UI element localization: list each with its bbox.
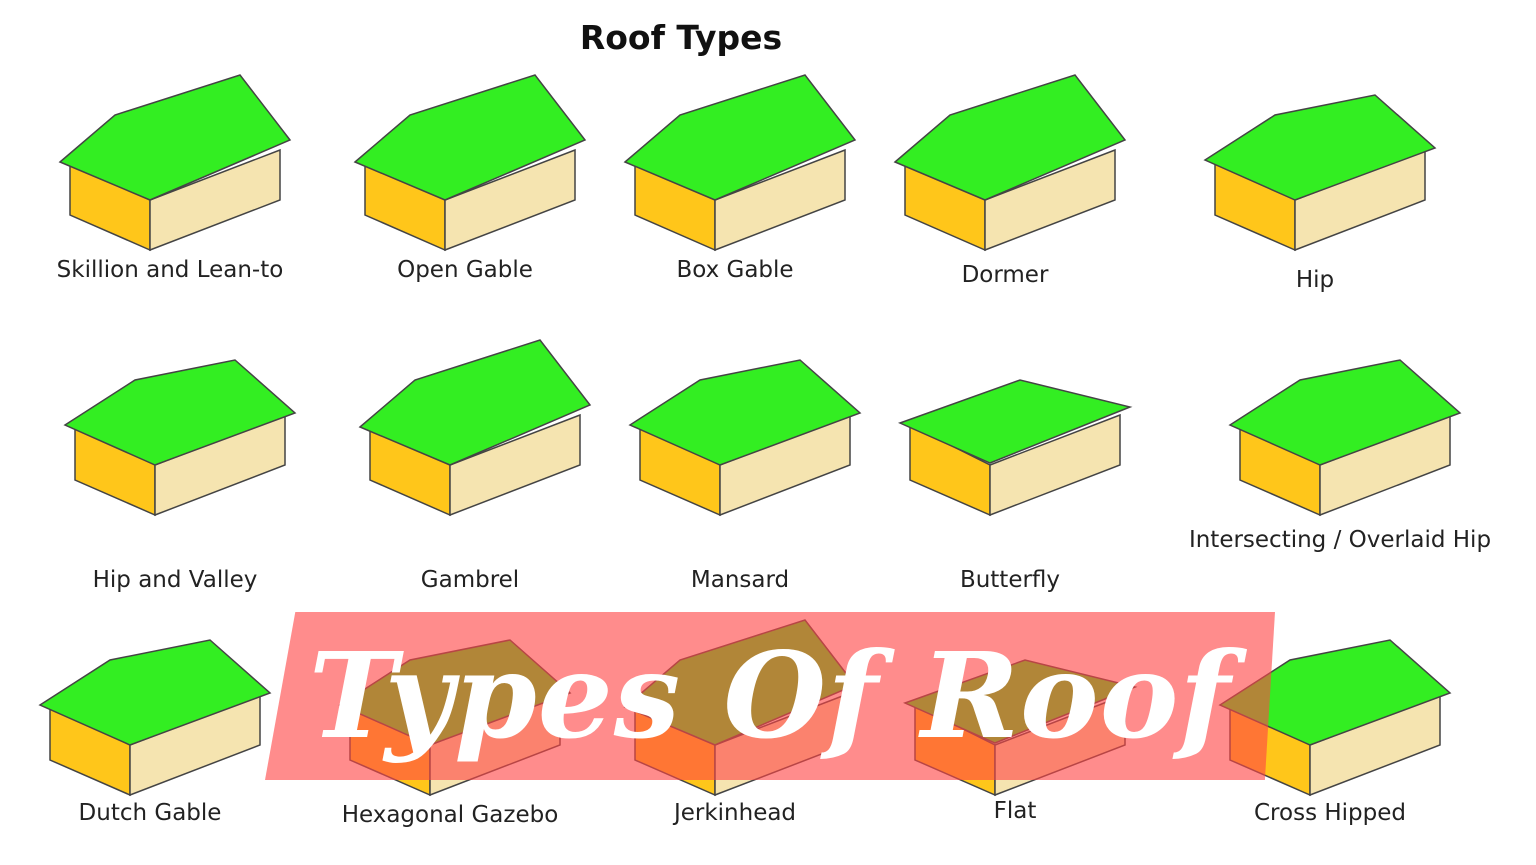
roof xyxy=(353,74,587,201)
roof xyxy=(628,359,862,466)
roof-type-item: Dormer xyxy=(865,70,1145,320)
house-illustration-icon xyxy=(1228,359,1462,517)
house-illustration-icon xyxy=(897,379,1133,517)
roof-type-label: Flat xyxy=(993,798,1037,824)
house-illustration-icon xyxy=(358,339,592,517)
roof-type-label: Mansard xyxy=(690,567,790,593)
roof-type-item: Hip xyxy=(1175,70,1455,320)
roof xyxy=(38,639,272,746)
roof xyxy=(358,339,592,466)
side-wall xyxy=(714,148,846,252)
roof-type-label: Hexagonal Gazebo xyxy=(341,802,559,828)
house-illustration-icon xyxy=(353,74,587,252)
side-wall xyxy=(449,413,581,517)
page-title: Roof Types xyxy=(579,18,783,57)
house-illustration-icon xyxy=(1203,94,1437,252)
roof-type-label: Butterfly xyxy=(959,567,1061,593)
roof xyxy=(623,74,857,201)
roof xyxy=(893,74,1127,201)
roof-type-item: Butterfly xyxy=(870,335,1150,593)
house-illustration-icon xyxy=(63,359,297,517)
side-wall xyxy=(149,148,281,252)
roof xyxy=(1203,94,1437,201)
roof-type-label: Cross Hipped xyxy=(1254,800,1406,826)
side-wall xyxy=(444,148,576,252)
house-illustration-icon xyxy=(623,74,857,252)
house-illustration-icon xyxy=(58,74,292,252)
banner-background xyxy=(265,612,1275,780)
roof-type-item: Intersecting / Overlaid Hip xyxy=(1189,335,1491,585)
roof-type-label: Box Gable xyxy=(676,257,794,283)
roof xyxy=(1218,639,1452,746)
roof xyxy=(63,359,297,466)
roof-type-label: Hip and Valley xyxy=(92,567,258,593)
roof-type-item: Gambrel xyxy=(330,335,610,593)
roof-type-item: Open Gable xyxy=(325,70,605,320)
roof-type-label: Intersecting / Overlaid Hip xyxy=(1188,527,1492,553)
banner-title: Types Of Roof xyxy=(308,626,1232,765)
house-illustration-icon xyxy=(38,639,272,797)
roof-type-item: Mansard xyxy=(600,335,880,593)
roof-type-label: Dormer xyxy=(961,262,1049,288)
roof-type-item: Skillion and Lean-to xyxy=(30,70,310,320)
roof-type-label: Jerkinhead xyxy=(673,800,797,826)
roof-type-label: Dutch Gable xyxy=(78,800,222,826)
roof-type-item: Box Gable xyxy=(595,70,875,320)
roof-type-item: Hip and Valley xyxy=(35,335,315,593)
roof-type-item: Dutch Gable xyxy=(10,615,290,865)
roof-type-label: Skillion and Lean-to xyxy=(56,257,284,283)
side-wall xyxy=(989,413,1121,517)
roof xyxy=(58,74,292,201)
roof xyxy=(1228,359,1462,466)
roof-type-label: Open Gable xyxy=(397,257,533,283)
roof-type-label: Gambrel xyxy=(420,567,520,593)
side-wall xyxy=(984,148,1116,252)
house-illustration-icon xyxy=(628,359,862,517)
house-illustration-icon xyxy=(893,74,1127,252)
roof-type-label: Hip xyxy=(1295,267,1335,293)
roof xyxy=(897,379,1133,464)
